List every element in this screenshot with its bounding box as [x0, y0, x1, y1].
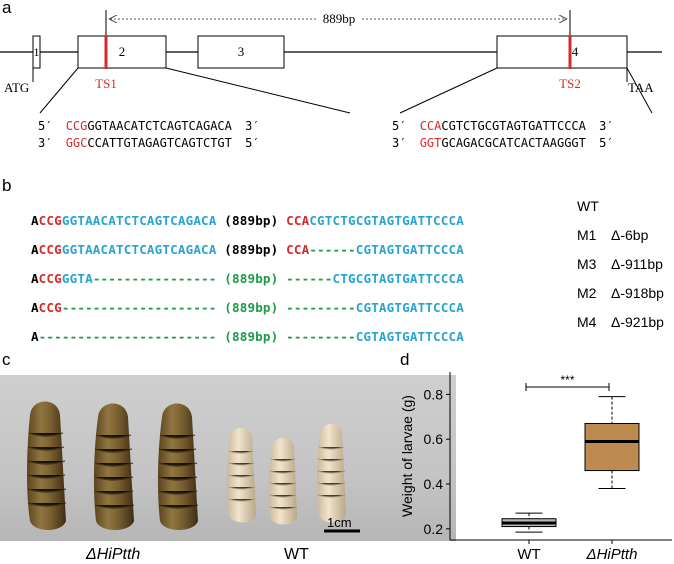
ts1-label: TS1	[95, 76, 117, 91]
significance-label: ***	[560, 373, 574, 387]
panel-label-b: b	[2, 176, 12, 195]
panel-label-c: c	[2, 350, 11, 369]
stop-codon-label: TAA	[628, 80, 654, 95]
start-codon-label: ATG	[4, 80, 29, 95]
alignment-row-m2: ACCG-------------------- (889bp) -------…	[30, 300, 464, 315]
zoom-line	[39, 67, 79, 114]
exon-3	[197, 35, 285, 69]
panel-label-a: a	[2, 0, 12, 17]
y-tick-label: 0.2	[424, 521, 444, 537]
row-del-m1: Δ-6bp	[611, 227, 649, 243]
exon-3-label: 3	[238, 44, 245, 59]
larvae-photo: 1cm	[0, 375, 456, 541]
exon-2-label: 2	[119, 44, 126, 59]
row-name-wt: WT	[577, 198, 599, 214]
row-name-m3: M3	[577, 256, 597, 272]
exon-2	[77, 35, 167, 69]
ts1-top-seq: 5′ CCGGGTAACATCTCAGTCAGACA 3′	[38, 119, 260, 133]
distance-label: 889bp	[323, 11, 356, 26]
y-tick-label: 0.8	[424, 386, 444, 402]
photo-label-knockout: ΔHiPtth	[86, 546, 141, 563]
x-tick-label: ΔHiPtth	[586, 546, 638, 563]
ts1-bottom-seq: 3′ GGCCCATTGTAGAGTCAGTCTGT 5′	[38, 136, 260, 150]
alignment-row-wt: ACCGGGTAACATCTCAGTCAGACA (889bp) CCACGTC…	[30, 213, 464, 228]
exon-4	[496, 35, 628, 69]
row-name-m2: M2	[577, 285, 597, 301]
exon-4-label: 4	[572, 44, 579, 59]
y-axis-title: Weight of larvae (g)	[399, 395, 415, 517]
ts2-bottom-seq: 3′ GGTGCAGACGCATCACTAAGGGT 5′	[392, 136, 614, 150]
zoom-line	[399, 67, 498, 114]
exon-1	[32, 35, 41, 69]
ts2-top-seq: 5′ CCACGTCTGCGTAGTGATTCCCA 3′	[392, 119, 614, 133]
zoom-line	[626, 67, 653, 114]
zoom-line	[165, 67, 351, 114]
x-tick-label: WT	[517, 546, 540, 563]
row-del-m2: Δ-918bp	[611, 285, 664, 301]
alignment-row-m3: ACCGGGTA---------------- (889bp) ------C…	[30, 271, 464, 286]
gene-structure-diagram: 889bp 1 2 3 4 TS1 TS2 ATG TAA 5′ CCGGGTA…	[0, 10, 662, 150]
distance-label-bg	[318, 11, 360, 25]
alignment-row-m4: A----------------------- (889bp) -------…	[30, 329, 464, 344]
y-tick-label: 0.4	[424, 476, 444, 492]
y-tick-label: 0.6	[424, 431, 444, 447]
row-del-m3: Δ-911bp	[611, 256, 663, 272]
alignment-row-m1: ACCGGGTAACATCTCAGTCAGACA (889bp) CCA----…	[30, 242, 464, 257]
row-del-m4: Δ-921bp	[611, 314, 664, 330]
photo-label-wildtype: WT	[284, 546, 309, 563]
box-1	[584, 423, 640, 472]
exon-1-label: 1	[34, 45, 40, 59]
row-name-m1: M1	[577, 227, 597, 243]
panel-label-d: d	[400, 350, 410, 369]
ts2-label: TS2	[559, 76, 581, 91]
scale-bar-label: 1cm	[327, 515, 352, 530]
larvae-illustration	[27, 401, 360, 533]
row-name-m4: M4	[577, 314, 597, 330]
